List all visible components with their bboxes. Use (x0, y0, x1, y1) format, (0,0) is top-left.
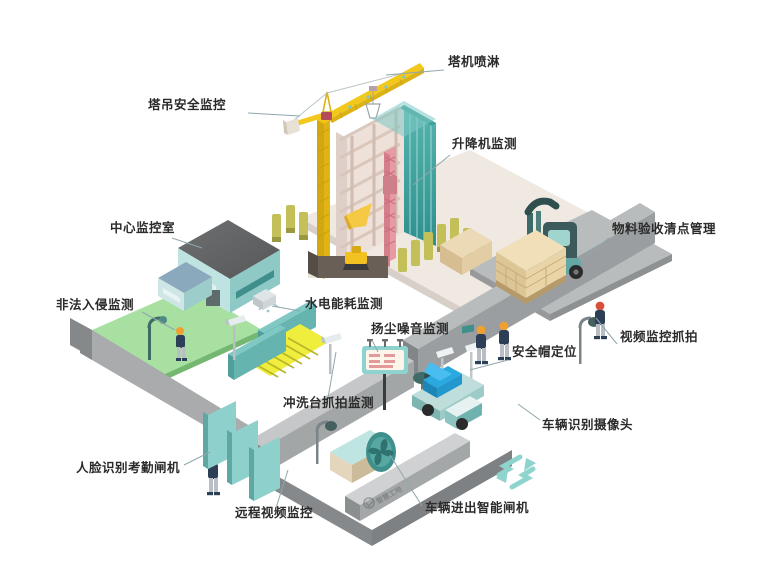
tower-crane (283, 63, 424, 279)
label-wash-station-capture: 冲洗台抓拍监测 (283, 396, 375, 410)
dust-noise-monitor-board (362, 339, 408, 410)
surveillance-camera-pole-1 (225, 315, 246, 360)
label-vehicle-smart-gate: 车辆进出智能闸机 (425, 501, 530, 515)
worker-in-lawn (176, 327, 187, 361)
label-central-control-room: 中心监控室 (110, 221, 176, 235)
water-power-meter-box (253, 289, 276, 310)
leader-lines (141, 69, 618, 509)
construction-truck (412, 324, 484, 430)
label-water-power-energy: 水电能耗监测 (305, 297, 384, 311)
label-vehicle-recognition-cam: 车辆识别摄像头 (542, 418, 634, 432)
mist-cannon-fan (330, 430, 396, 483)
label-helmet-positioning: 安全帽定位 (512, 345, 578, 359)
label-face-recognition-gate: 人脸识别考勤闸机 (76, 461, 181, 475)
excavator (343, 246, 369, 270)
surveillance-camera-pole-2 (321, 333, 342, 374)
worker-helmet-1 (475, 325, 488, 365)
building-under-construction (336, 101, 436, 267)
label-tower-crane-safety: 塔吊安全监控 (148, 98, 227, 112)
worker-helmet-2 (498, 321, 511, 361)
gate-road-bar (345, 433, 470, 521)
traffic-flow-arrows (496, 454, 536, 490)
label-tower-crane-spray: 塔机喷淋 (448, 55, 501, 69)
label-hoist-monitoring: 升降机监测 (452, 137, 518, 151)
crane-spray-nozzles (348, 75, 406, 109)
label-dust-noise-monitoring: 扬尘噪音监测 (371, 322, 450, 336)
vehicle-wash-station (228, 301, 330, 380)
worker-red-helmet (594, 301, 607, 340)
label-illegal-intrusion: 非法入侵监测 (56, 298, 135, 312)
construction-hoist (383, 146, 397, 267)
face-recognition-gates (203, 401, 280, 501)
label-remote-video-monitor: 远程视频监控 (235, 506, 314, 520)
stacked-material-boxes (440, 228, 492, 275)
label-video-capture: 视频监控抓拍 (620, 330, 699, 344)
remote-video-monitor-camera (315, 420, 337, 464)
label-material-acceptance: 物料验收清点管理 (612, 222, 717, 236)
material-pallet-stack (495, 230, 567, 304)
